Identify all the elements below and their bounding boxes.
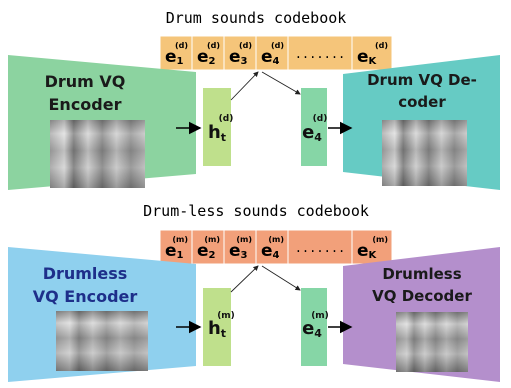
codebook-entry-label: e2 [197,47,216,67]
drum-decoder-label-line2: coder [398,93,446,111]
drum-quantized-sup: (d) [313,114,328,124]
codebook-cell [287,35,353,71]
codebook-entry-label: eK [357,241,378,261]
drumless-codebook-title: Drum-less sounds codebook [143,202,369,220]
drum-latent-box [203,88,231,166]
drumless-encoder-label-line2: VQ Encoder [33,287,138,306]
drumless-decoder-label-line1: Drumless [382,265,461,283]
drumless-input-spectrogram [56,311,148,371]
drumless-latent-box [203,288,231,366]
codebook-entry-label: e3 [229,241,248,261]
codebook-ellipsis: ....... [295,241,346,255]
drum-encoder-label-line2: Encoder [49,95,122,114]
drum-latent-label: ht [208,122,226,144]
codebook-entry-sup: (d) [271,41,284,50]
drum-codebook-title: Drum sounds codebook [166,9,347,27]
codebook-cell [159,35,193,71]
codebook-entry-sup: (m) [172,235,188,244]
drumless-decoder-label-line2: VQ Decoder [372,287,472,305]
codebook-cell [255,229,289,265]
codebook-entry-sup: (m) [268,235,284,244]
codebook-cell [287,229,353,265]
codebook-entry-sup: (d) [207,41,220,50]
codebook-cell [255,35,289,71]
drumless-latent-label: ht [208,318,226,340]
codebook-cell [159,229,193,265]
codebook-entry-sup: (m) [372,235,388,244]
codebook-entry-sup: (m) [204,235,220,244]
drum-encoder-label-line1: Drum VQ [45,72,126,91]
codebook-ellipsis: ....... [295,47,346,61]
drumless-latent-to-codebook-arrow [230,265,259,293]
drumless-quantized-box [301,288,327,366]
drumless-encoder-label-line1: Drumless [43,264,128,283]
drumless-quantized-label: e4 [302,318,322,340]
drumless-codebook-to-quantized-arrow [261,265,301,291]
drum-input-spectrogram [50,120,145,188]
codebook-entry-label: e1 [165,47,184,67]
codebook-entry-sup: (m) [236,235,252,244]
drum-latent-to-codebook-arrow [230,71,259,101]
drum-quantized-label: e4 [302,122,322,144]
codebook-entry-label: e1 [165,241,184,261]
drum-latent-sup: (d) [219,114,234,124]
drum-quantized-box [301,88,327,166]
codebook-entry-sup: (d) [175,41,188,50]
codebook-entry-label: e4 [261,47,280,67]
drum-decoder-label-line1: Drum VQ De- [367,71,477,89]
drumless-latent-sup: (m) [217,311,235,321]
drumless-output-spectrogram [396,312,468,372]
codebook-entry-sup: (d) [239,41,252,50]
codebook-entry-label: e4 [261,241,280,261]
codebook-cell [351,35,393,71]
codebook-entry-label: e3 [229,47,248,67]
drumless-quantized-sup: (m) [311,311,329,321]
codebook-entry-label: eK [357,47,378,67]
codebook-entry-sup: (d) [375,41,388,50]
codebook-cell [191,229,225,265]
drum-output-spectrogram [382,120,467,186]
drum-codebook-to-quantized-arrow [261,71,301,95]
codebook-entry-label: e2 [197,241,216,261]
drumless-codebook: e1(m)e2(m)e3(m)e4(m).......eK(m) [159,229,393,265]
drum-codebook: e1(d)e2(d)e3(d)e4(d).......eK(d) [159,35,393,71]
